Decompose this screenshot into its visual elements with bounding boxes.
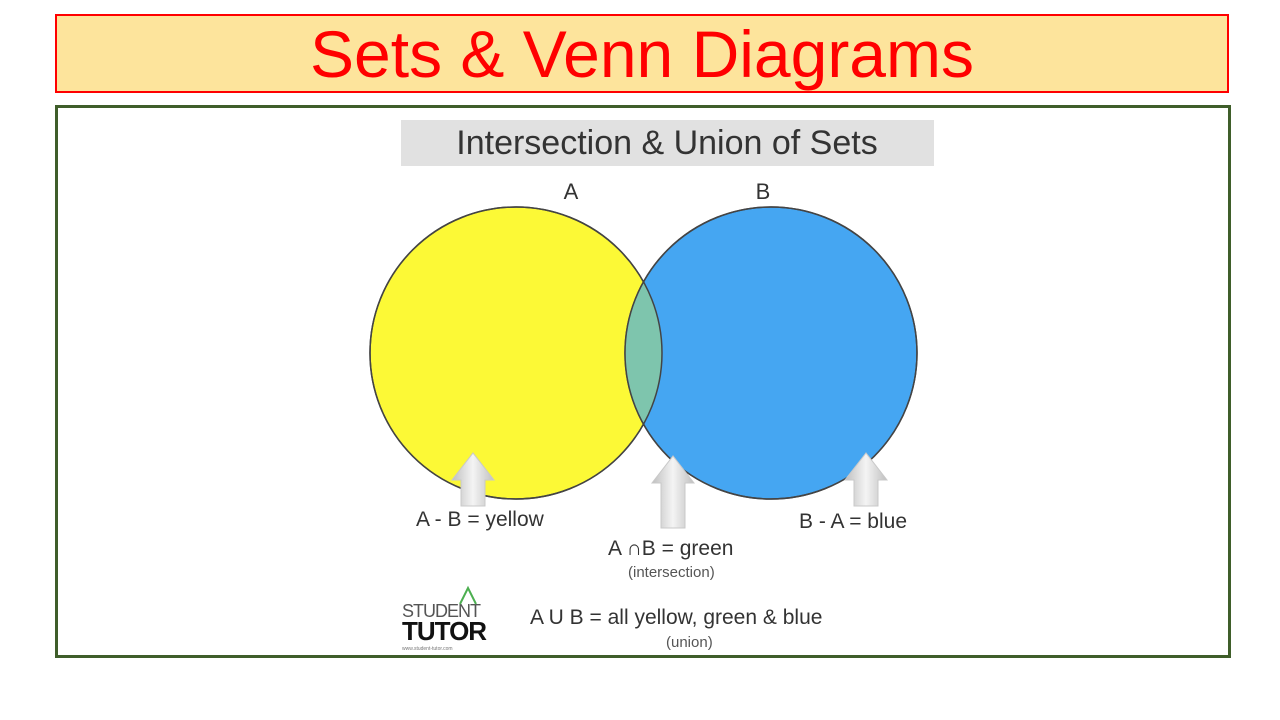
logo-line2: TUTOR <box>402 616 487 646</box>
intersection-note: (intersection) <box>628 564 715 581</box>
content-frame: Intersection & Union of Sets A B A - B =… <box>55 105 1231 658</box>
set-a-outline <box>369 206 663 500</box>
logo-line1: STUDENT <box>402 601 481 621</box>
diagram-heading: Intersection & Union of Sets <box>456 124 877 162</box>
venn-diagram: Intersection & Union of Sets A B A - B =… <box>369 120 934 652</box>
union-note: (union) <box>666 634 713 651</box>
logo-url: www.student-tutor.com <box>402 646 453 652</box>
set-a-circle <box>369 206 663 500</box>
student-tutor-logo: STUDENT TUTOR www.student-tutor.com <box>402 585 488 652</box>
arrow-up-icon <box>843 452 889 507</box>
heading-background <box>401 120 934 166</box>
slide-title: Sets & Venn Diagrams <box>310 16 974 91</box>
set-b-circle <box>624 206 918 500</box>
logo-accent-icon <box>459 585 477 605</box>
set-b-outline <box>624 206 918 500</box>
title-banner: Sets & Venn Diagrams <box>55 14 1229 93</box>
b-minus-a-label: B - A = blue <box>799 510 907 533</box>
set-a-label: A <box>564 179 579 204</box>
intersection-label: A ∩B = green <box>608 537 733 560</box>
a-minus-b-label: A - B = yellow <box>416 508 545 531</box>
union-label: A U B = all yellow, green & blue <box>530 606 822 629</box>
set-b-label: B <box>756 179 771 204</box>
arrow-up-icon <box>650 455 696 529</box>
arrow-up-icon <box>450 452 496 507</box>
